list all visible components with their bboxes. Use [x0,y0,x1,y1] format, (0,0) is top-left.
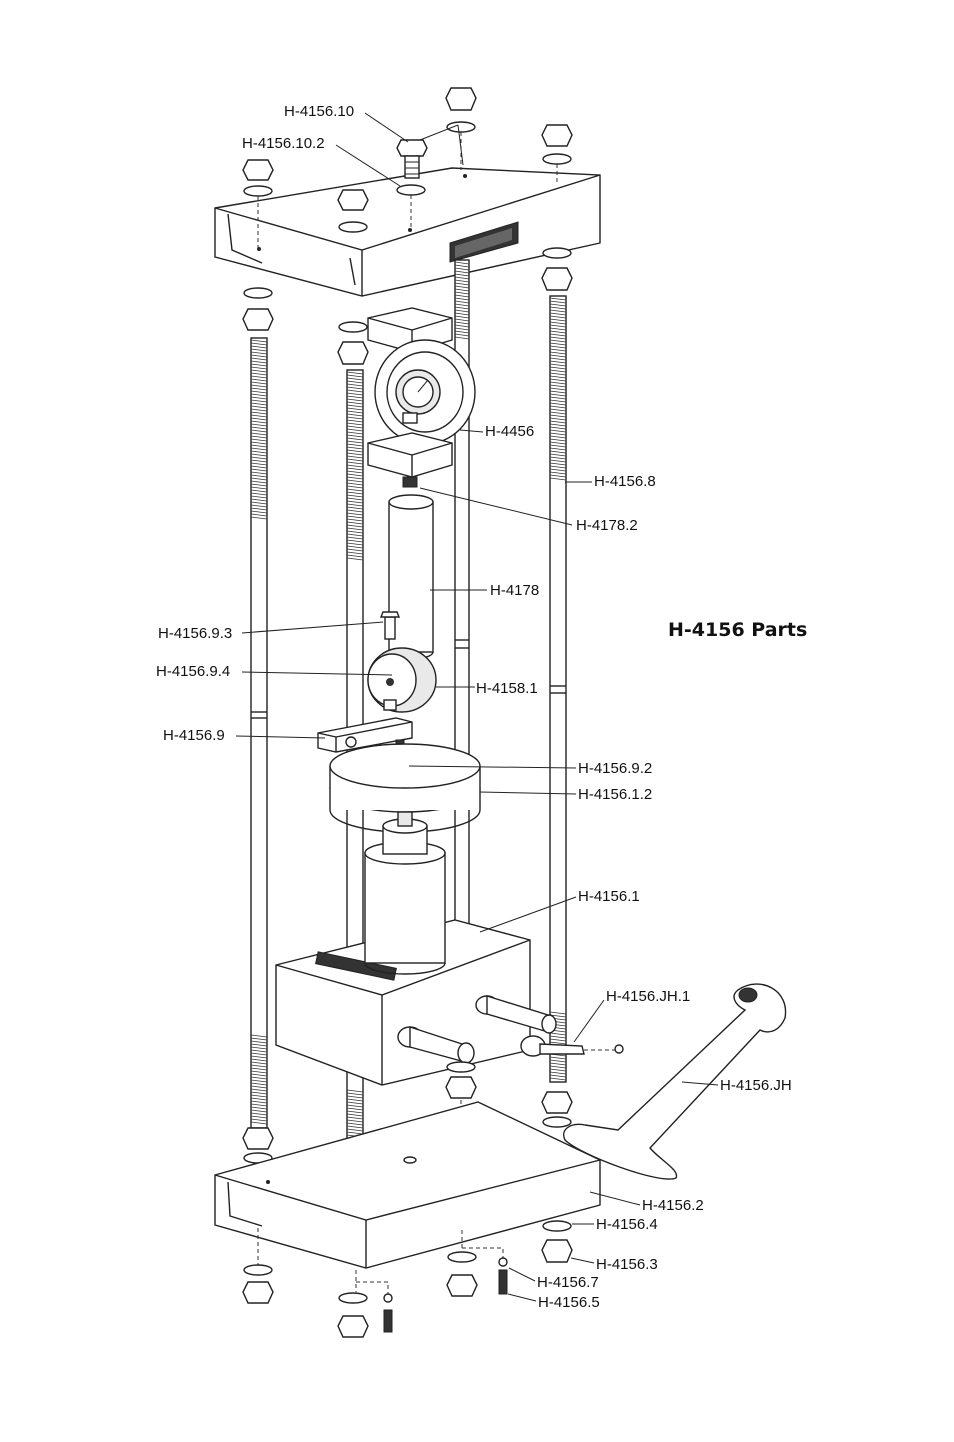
label-h-4156-10-2: H-4156.10.2 [242,135,325,152]
label-h-4156-10: H-4156.10 [284,103,355,120]
label-h-4156-jh-1: H-4156.JH.1 [606,988,691,1005]
label-h-4158-1: H-4158.1 [476,680,538,697]
label-h-4156-2: H-4156.2 [642,1197,704,1214]
right-rod [549,295,567,1083]
label-h-4456: H-4456 [485,423,535,440]
diagram-title: H-4156 Parts [668,619,808,641]
top-hardware [242,87,573,250]
label-h-4156-9-4: H-4156.9.4 [156,663,231,680]
label-h-4156-1: H-4156.1 [578,888,640,905]
dial-indicator [367,611,437,713]
leader-lines [235,112,719,1302]
dial-bracket [317,717,413,753]
label-h-4156-9-2: H-4156.9.2 [578,760,653,777]
label-h-4156-5: H-4156.5 [538,1294,600,1311]
label-h-4156-7: H-4156.7 [537,1274,599,1291]
jack-handle [520,983,787,1180]
left-rod [250,337,268,1129]
base-plate [214,1101,601,1269]
label-h-4156-8: H-4156.8 [594,473,656,490]
label-h-4156-4: H-4156.4 [596,1216,658,1233]
hydraulic-jack [275,811,557,1086]
top-plate [214,167,601,297]
proving-ring [367,307,476,488]
label-h-4156-3: H-4156.3 [596,1256,658,1273]
label-h-4156-9: H-4156.9 [163,727,225,744]
warning-label [449,221,519,263]
label-h-4156-jh: H-4156.JH [720,1077,792,1094]
label-h-4156-9-3: H-4156.9.3 [158,625,233,642]
label-h-4178-2: H-4178.2 [576,517,638,534]
bottom-hardware [242,1220,573,1338]
label-h-4178: H-4178 [490,582,540,599]
spacer-cylinder [388,494,434,660]
label-h-4156-1-2: H-4156.1.2 [578,786,653,803]
under-plate-hardware [242,247,573,365]
platen [329,743,481,833]
